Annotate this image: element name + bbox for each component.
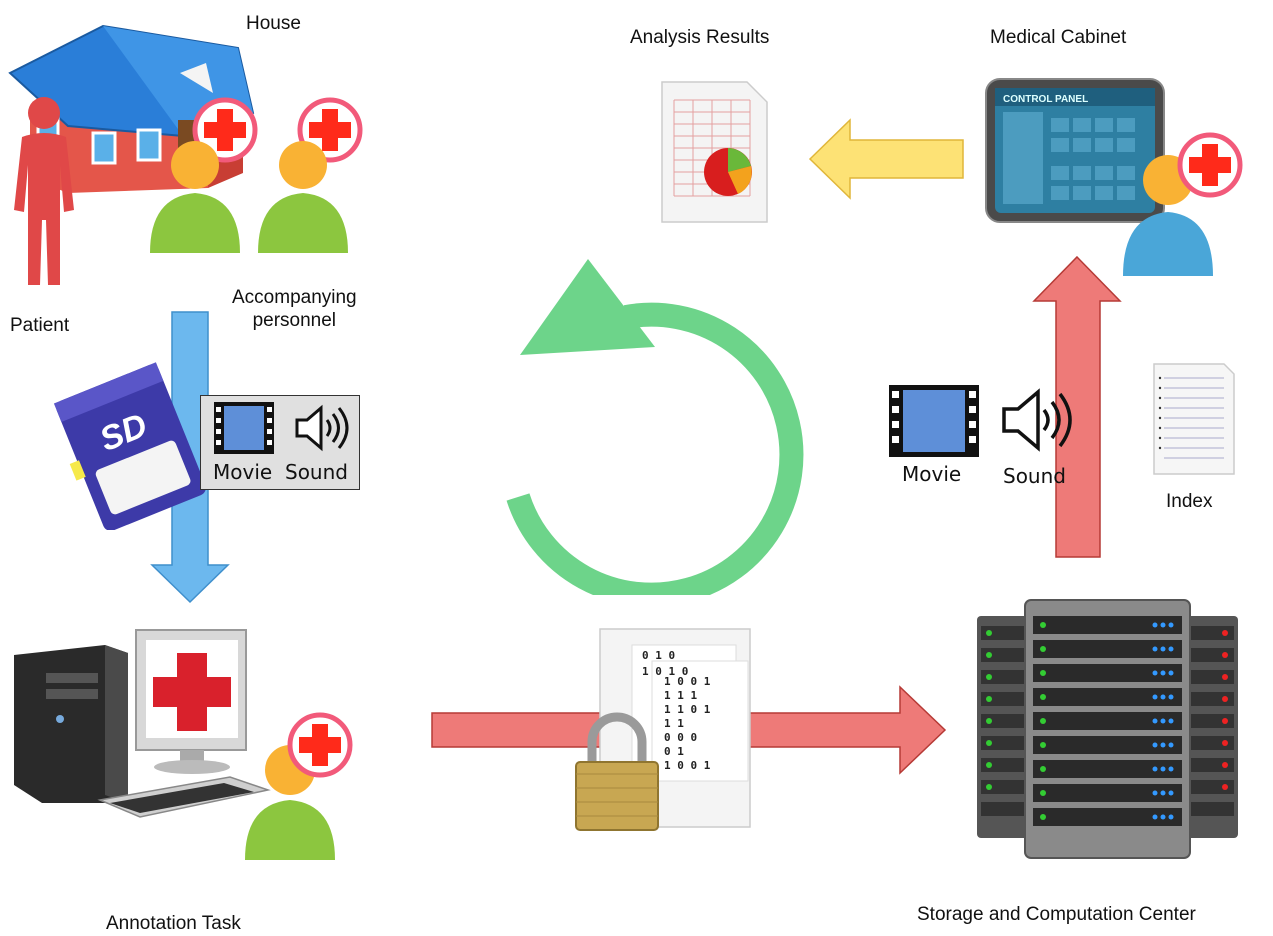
binary-line: 0 1 0 <box>642 649 675 662</box>
storage-center-label: Storage and Computation Center <box>917 904 1196 925</box>
binary-line: 0 0 0 <box>664 731 697 744</box>
sound-label: Sound <box>1003 464 1066 488</box>
house-label: House <box>246 13 301 34</box>
patient-icon <box>14 97 74 285</box>
binary-line: 1 1 0 1 <box>664 703 711 716</box>
binary-line: 1 0 0 1 <box>664 759 711 772</box>
index-document-icon <box>1153 363 1235 475</box>
analysis-results-label: Analysis Results <box>630 27 770 48</box>
sd-card-icon: SD <box>53 362 206 530</box>
speaker-icon <box>295 404 349 452</box>
binary-line: 1 1 <box>664 717 684 730</box>
medical-badge-icon <box>1177 132 1243 198</box>
medical-badge-icon <box>192 97 258 163</box>
analysis-report-icon <box>661 81 768 223</box>
upload-arrow-icon <box>1032 255 1122 558</box>
medical-cabinet-label: Medical Cabinet <box>990 27 1127 48</box>
media-files-box: Movie Sound <box>200 395 360 490</box>
cycle-arrow-icon <box>506 259 804 595</box>
control-panel-title: CONTROL PANEL <box>1003 94 1088 105</box>
binary-line: 0 1 <box>664 745 684 758</box>
accompanying-personnel-label: Accompanying personnel <box>232 286 357 332</box>
server-rack-icon <box>977 599 1238 859</box>
padlock-icon <box>575 712 659 831</box>
film-icon <box>889 385 979 457</box>
movie-label: Movie <box>902 462 962 486</box>
index-label: Index <box>1166 491 1213 512</box>
binary-line: 1 1 1 <box>664 689 697 702</box>
sound-label: Sound <box>285 460 348 484</box>
encrypted-data-icon: 0 1 0 1 0 1 0 1 0 0 1 1 1 1 1 1 0 1 1 1 … <box>599 628 751 828</box>
annotation-task-label: Annotation Task <box>106 913 241 934</box>
personnel-icon <box>150 141 240 253</box>
accompanying-label-line2: personnel <box>252 310 337 331</box>
personnel-icon <box>258 141 348 253</box>
binary-line: 1 0 0 1 <box>664 675 711 688</box>
desktop-computer-icon <box>14 629 271 818</box>
binary-text-block: 0 1 0 1 0 1 0 1 0 0 1 1 1 1 1 1 0 1 1 1 … <box>642 649 711 772</box>
film-icon <box>214 402 274 454</box>
results-arrow-icon <box>808 118 964 200</box>
accompanying-label-line1: Accompanying <box>232 287 357 308</box>
movie-label: Movie <box>213 460 273 484</box>
control-panel-tablet-icon: CONTROL PANEL <box>985 78 1165 223</box>
medical-badge-icon <box>287 712 353 778</box>
patient-label: Patient <box>10 315 70 336</box>
binary-line: 1 0 1 0 <box>642 665 688 678</box>
speaker-icon <box>1002 388 1072 452</box>
